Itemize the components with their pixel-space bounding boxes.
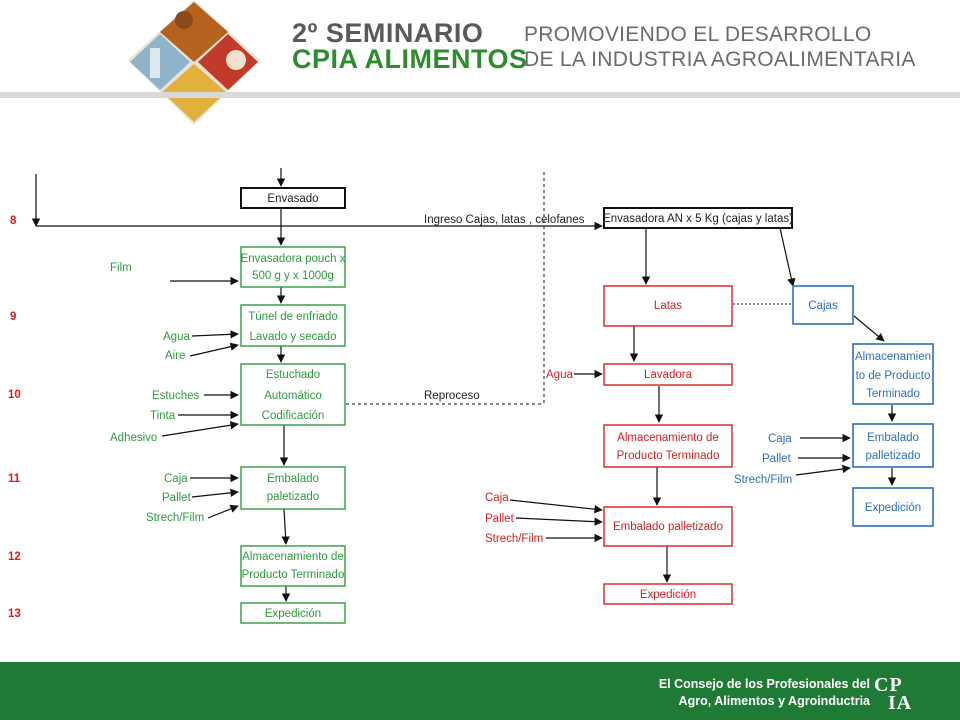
box-almac-red-line2: Producto Terminado	[617, 450, 720, 462]
slogan: PROMOVIENDO EL DESARROLLO DE LA INDUSTRI…	[524, 22, 916, 72]
box-tunel-line2: Lavado y secado	[250, 331, 337, 343]
box-almacenamiento	[240, 545, 346, 587]
seminar-title: 2º SEMINARIO CPIA ALIMENTOS	[292, 18, 528, 74]
arrow-adhesivo	[161, 421, 239, 437]
box-embalado-blue	[852, 423, 934, 468]
label-film: Film	[110, 262, 132, 274]
seminar-title-line2: CPIA ALIMENTOS	[292, 44, 528, 74]
box-estuchado-line2: Automático	[264, 390, 322, 402]
box-envasadora-an	[603, 207, 793, 229]
box-embalado	[240, 466, 346, 510]
box-almac-red-line1: Almacenamiento de	[617, 432, 719, 444]
box-almac-red	[603, 424, 733, 468]
box-cajas-label: Cajas	[808, 300, 838, 312]
label-strech-red: Strech/Film	[485, 533, 543, 545]
box-pouch-line2: 500 g y x 1000g	[252, 270, 334, 282]
box-estuchado-line3: Codificación	[262, 410, 325, 422]
step-number-10: 10	[8, 389, 21, 401]
seminar-title-line1: 2º SEMINARIO	[292, 18, 484, 48]
food-collage-logo	[128, 0, 260, 125]
label-pallet: Pallet	[162, 492, 192, 504]
box-almac-blue-line1: Almacenamien	[855, 351, 931, 363]
process-flow-diagram: 8 9 10 11 12 13	[8, 168, 934, 624]
label-adhesivo: Adhesivo	[110, 432, 157, 444]
box-almac-blue-line3: Terminado	[866, 388, 920, 400]
box-embalado-line1: Embalado	[267, 473, 319, 485]
step-number-13: 13	[8, 608, 21, 620]
box-embalado-red-label: Embalado palletizado	[613, 521, 723, 533]
box-lavadora-label: Lavadora	[644, 369, 693, 381]
box-expedicion-blue	[852, 487, 934, 527]
box-envasadora-pouch	[240, 246, 346, 288]
box-embalado-blue-line1: Embalado	[867, 432, 919, 444]
box-almac-blue	[852, 343, 934, 405]
label-agua-red: Agua	[546, 369, 573, 381]
label-reproceso: Reproceso	[424, 390, 480, 402]
box-expedicion	[240, 602, 346, 624]
arrow-strech-blue	[795, 464, 851, 476]
label-strech-blue: Strech/Film	[734, 474, 792, 486]
arrow-cajas-to-almac	[853, 315, 885, 342]
header: 2º SEMINARIO CPIA ALIMENTOS PROMOVIENDO …	[0, 0, 960, 125]
arrow-strech-left	[207, 504, 239, 519]
label-caja: Caja	[164, 473, 188, 485]
step-number-11: 11	[8, 473, 21, 485]
box-estuchado-line1: Estuchado	[266, 369, 320, 381]
arrow-pallet-left	[191, 488, 239, 498]
label-estuches: Estuches	[152, 390, 200, 402]
label-ingreso: Ingreso Cajas, latas , celofanes	[424, 214, 585, 226]
footer-line2: Agro, Alimentos y Agroinductria	[678, 694, 870, 708]
box-expedicion-label: Expedición	[265, 608, 321, 620]
box-expedicion-blue-label: Expedición	[865, 502, 921, 514]
box-embalado-blue-line2: palletizado	[866, 450, 921, 462]
step-number-8: 8	[10, 215, 17, 227]
cpia-logo: CP IA	[874, 674, 924, 714]
label-pallet-red: Pallet	[485, 513, 515, 525]
box-latas-label: Latas	[654, 300, 682, 312]
step-number-12: 12	[8, 551, 21, 563]
box-almac-line2: Producto Terminado	[242, 569, 345, 581]
arrow-pallet-red	[515, 517, 603, 526]
box-tunel-line1: Túnel de enfriado	[248, 311, 338, 323]
label-caja-red: Caja	[485, 492, 509, 504]
arrow-agua	[191, 330, 239, 339]
slogan-line1: PROMOVIENDO EL DESARROLLO	[524, 23, 872, 46]
box-almac-line1: Almacenamiento de	[242, 551, 344, 563]
arrow-embalado-to-almac	[281, 508, 290, 545]
box-cajas	[792, 285, 854, 325]
box-tunel	[240, 304, 346, 347]
header-divider	[0, 92, 960, 98]
box-expedicion-red-label: Expedición	[640, 589, 696, 601]
box-almac-blue-line2: to de Producto	[856, 370, 931, 382]
label-tinta: Tinta	[150, 410, 176, 422]
box-expedicion-red	[603, 583, 733, 605]
footer-bar	[0, 662, 960, 720]
arrow-aire	[189, 342, 239, 357]
label-agua: Agua	[163, 331, 190, 343]
box-pouch-line1: Envasadora pouch x	[241, 253, 346, 265]
box-embalado-red	[603, 506, 733, 547]
label-aire: Aire	[165, 350, 185, 362]
box-lavadora	[603, 363, 733, 386]
box-estuchado	[240, 363, 346, 426]
label-pallet-blue: Pallet	[762, 453, 792, 465]
cpia-logo-bottom: IA	[888, 692, 913, 714]
step-number-9: 9	[10, 311, 16, 323]
box-embalado-line2: paletizado	[267, 491, 319, 503]
box-envasado	[240, 187, 346, 209]
box-envasadora-an-label: Envasadora AN x 5 Kg (cajas y latas)	[603, 213, 793, 225]
label-caja-blue: Caja	[768, 433, 792, 445]
cpia-logo-top: CP	[874, 674, 903, 696]
footer-organization: El Consejo de los Profesionales del Agro…	[659, 676, 870, 710]
arrow-caja-red	[509, 499, 603, 514]
box-latas	[603, 285, 733, 327]
label-strech-film: Strech/Film	[146, 512, 204, 524]
slogan-line2: DE LA INDUSTRIA AGROALIMENTARIA	[524, 48, 916, 71]
box-envasado-label: Envasado	[267, 193, 318, 205]
footer-line1: El Consejo de los Profesionales del	[658, 677, 870, 691]
arrow-envasadora-to-cajas	[779, 227, 796, 287]
